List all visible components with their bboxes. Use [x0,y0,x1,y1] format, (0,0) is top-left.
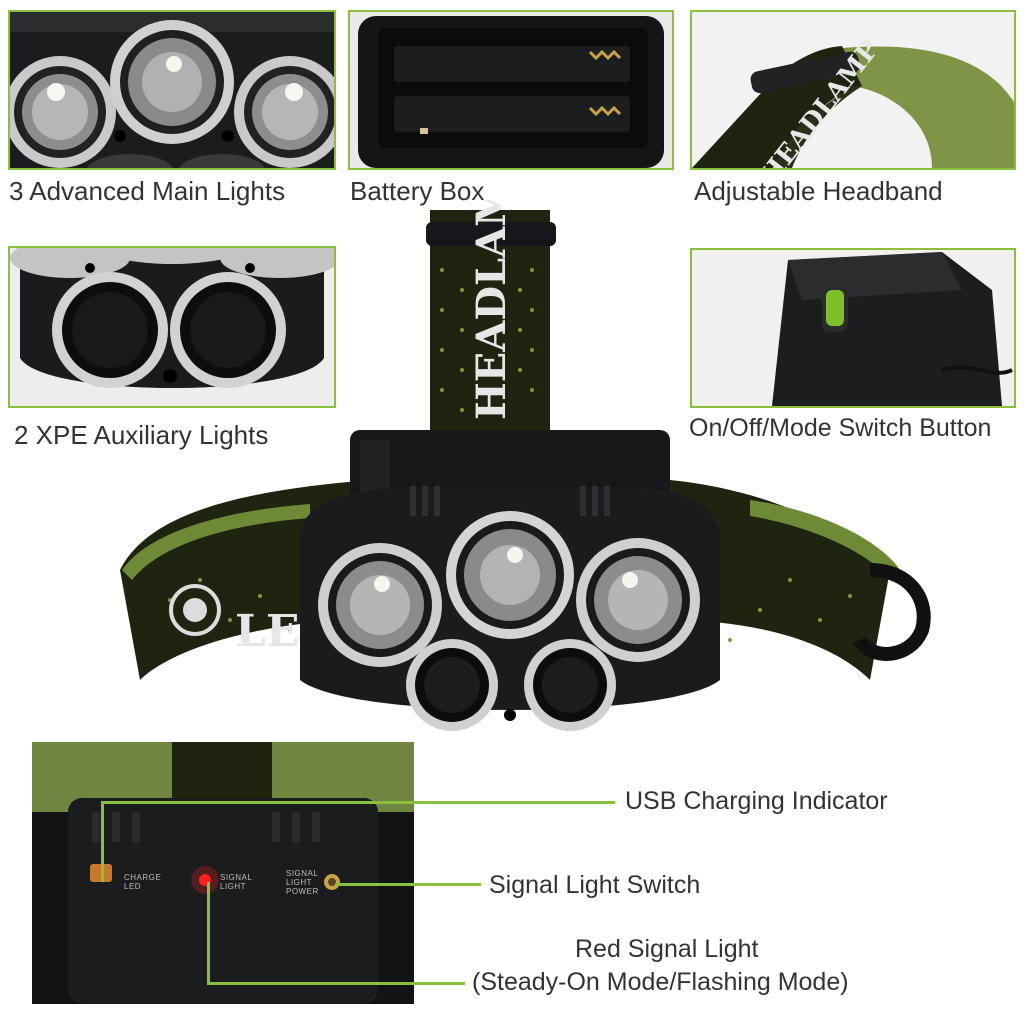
main-lights-closeup-image [10,12,334,168]
main-led-lens-right-icon [576,538,700,662]
aux-lights-detail-frame [8,246,336,408]
switch-button-detail-frame [690,248,1016,408]
signal-switch-callout: Signal Light Switch [489,871,701,899]
main-lights-caption: 3 Advanced Main Lights [9,176,286,206]
aux-lights-caption: 2 XPE Auxiliary Lights [14,420,269,450]
switch-button-caption: On/Off/Mode Switch Button [689,414,992,442]
red-signal-callout-line1: Red Signal Light [575,935,759,963]
aux-lights-closeup-image [10,248,334,406]
aux-led-lens-right-icon [524,639,616,731]
rear-battery-pack-image [32,742,414,1004]
main-lights-detail-frame [8,10,336,170]
headlamp-product-image: HEADLAMP LED [120,200,931,731]
usb-indicator-leader-vertical [101,802,104,882]
battery-box-caption: Battery Box [350,176,485,206]
main-led-lens-left-icon [318,543,442,667]
red-signal-callout-line2: (Steady-On Mode/Flashing Mode) [472,968,849,996]
main-led-lens-center-icon [446,511,574,639]
usb-indicator-leader-horizontal [101,801,615,804]
red-signal-leader-vertical [207,882,210,984]
strap-vertical-print: HEADLAMP [468,200,515,420]
usb-indicator-callout: USB Charging Indicator [625,787,888,815]
headband-detail-frame: HEADLAMP [690,10,1016,170]
headband-caption: Adjustable Headband [694,176,943,206]
red-signal-leader-horizontal [207,982,465,985]
aux-led-lens-left-icon [406,639,498,731]
headband-closeup-image: HEADLAMP [692,12,1014,168]
battery-compartment-image [350,12,672,168]
switch-button-closeup-image [692,250,1014,406]
signal-switch-leader [335,883,481,886]
battery-box-detail-frame [348,10,674,170]
logo-emblem-icon [169,584,221,636]
